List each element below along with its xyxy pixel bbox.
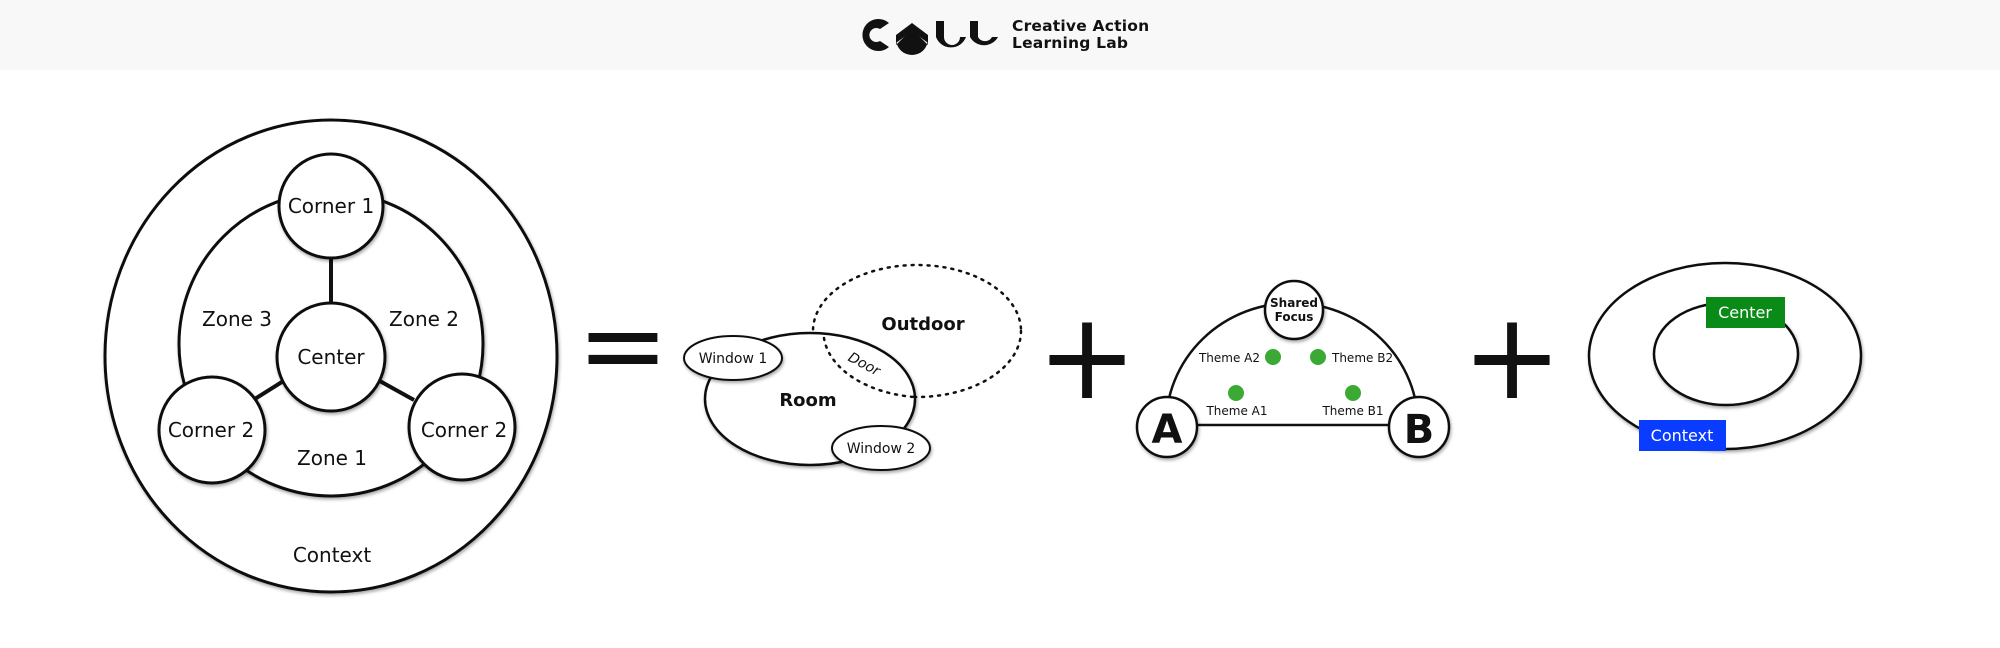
theme-a1-dot <box>1228 385 1244 401</box>
shared-focus-diagram: Shared Focus A B Theme A2 Theme B2 Theme… <box>1135 279 1451 459</box>
zone-1-label: Zone 1 <box>297 446 367 470</box>
brand-line-2: Learning Lab <box>1012 34 1129 52</box>
person-a-label: A <box>1152 407 1183 453</box>
brand: Creative Action Learning Lab <box>858 14 1149 56</box>
shared-focus-label-2: Focus <box>1275 310 1314 324</box>
corner-2-left-circle <box>157 375 267 485</box>
zone-3-label: Zone 3 <box>202 307 272 331</box>
context-label: Context <box>293 543 372 567</box>
room-diagram: Outdoor Room Door Window 1 Window 2 <box>683 263 1023 471</box>
theme-b1-dot <box>1345 385 1361 401</box>
window-2-ellipse <box>831 425 931 471</box>
center-tag-label: Center <box>1718 303 1772 322</box>
shared-focus-circle <box>1263 279 1325 341</box>
header-bar: Creative Action Learning Lab <box>0 0 2000 70</box>
window-2-label: Window 2 <box>847 441 916 457</box>
context-tag <box>1639 420 1726 451</box>
door-overlap-outline <box>822 336 916 399</box>
brand-name: Creative Action Learning Lab <box>1012 18 1149 52</box>
corner-1-label: Corner 1 <box>288 194 374 218</box>
shared-focus-label-1: Shared <box>1270 296 1318 310</box>
outdoor-ellipse <box>811 263 1023 399</box>
zone-2-label: Zone 2 <box>389 307 459 331</box>
corner-2-right-label: Corner 2 <box>421 418 507 442</box>
theme-b1-label: Theme B1 <box>1321 404 1383 418</box>
context-tag-label: Context <box>1651 426 1714 445</box>
person-a-circle <box>1135 395 1199 459</box>
corner-2-left-label: Corner 2 <box>168 418 254 442</box>
center-context-diagram: Center Context <box>1587 261 1863 451</box>
zone-model-diagram: Corner 1 Center Corner 2 Corner 2 Zone 3… <box>103 118 559 594</box>
room-label: Room <box>779 390 836 411</box>
center-circle <box>275 301 387 413</box>
plus-sign-1: + <box>1037 288 1138 427</box>
plus-sign-2: + <box>1462 288 1563 427</box>
outdoor-label: Outdoor <box>881 314 964 335</box>
theme-a1-label: Theme A1 <box>1205 404 1267 418</box>
theme-a2-label: Theme A2 <box>1198 351 1260 365</box>
center-tag <box>1706 297 1785 328</box>
person-b-label: B <box>1404 407 1435 453</box>
brand-line-1: Creative Action <box>1012 17 1150 35</box>
theme-b2-dot <box>1310 349 1326 365</box>
corner-1-circle <box>277 152 385 260</box>
person-b-circle <box>1387 395 1451 459</box>
window-1-ellipse <box>683 335 783 381</box>
connector-right <box>377 378 415 402</box>
call-logo-icon <box>862 19 998 55</box>
theme-b2-label: Theme B2 <box>1331 351 1393 365</box>
corner-2-right-circle <box>407 372 517 482</box>
theme-a2-dot <box>1265 349 1281 365</box>
center-label: Center <box>297 345 365 369</box>
equals-sign: = <box>577 281 669 409</box>
window-1-label: Window 1 <box>699 351 768 367</box>
